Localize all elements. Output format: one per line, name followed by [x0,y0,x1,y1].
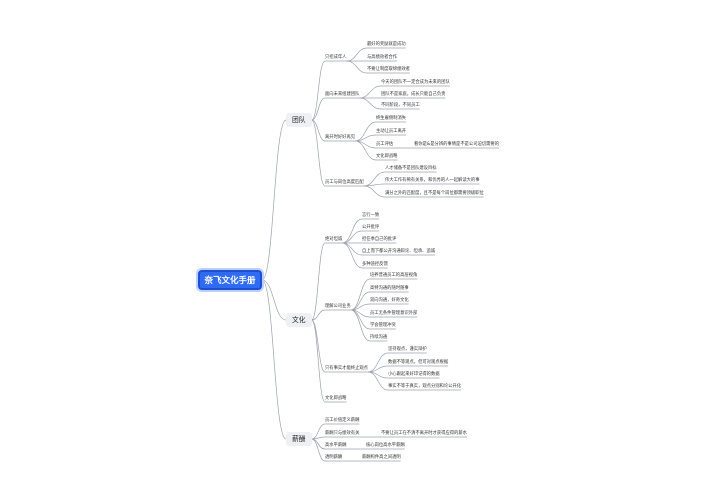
leaf-node[interactable]: 薪酬构件高之间透明 [362,455,401,460]
leaf-node[interactable]: 言行一致 [362,213,380,218]
leaf-node[interactable]: 担任季自己的批评 [362,237,397,242]
topic-node[interactable]: 透明薪酬 [325,455,343,460]
topic-node[interactable]: 只有事实才能终止观点 [325,366,368,371]
leaf-node[interactable]: 培养普通员工的高层视角 [370,273,418,278]
leaf-node[interactable]: 今天的团队不一定合成为未来的团队 [381,80,450,85]
leaf-node[interactable]: 员工评估 [376,142,394,147]
topic-node[interactable]: 只招成年人 [325,55,347,60]
leaf-node[interactable]: 人才储备不是团队建设目标 [385,166,437,171]
leaf-node[interactable]: 员工无条件管理意识外部 [370,311,418,316]
leaf-node[interactable]: 终生雇佣制消失 [376,116,407,121]
leaf-node[interactable]: 公开批评 [362,225,380,230]
topic-node[interactable]: 高水平薪酬 [325,443,347,448]
topic-node[interactable]: 薪酬只与绩效有关 [325,431,360,436]
leaf-node[interactable]: 核心岗位高水平薪酬 [366,443,405,448]
leaf-node[interactable]: 团队不是家庭，成长只能自己负责 [381,92,446,97]
topic-node[interactable]: 理解公司业务 [325,304,351,309]
topic-node[interactable]: 文化即战略 [325,396,347,401]
leaf-node[interactable]: 不要让制度取缔绩效者 [367,67,410,72]
leaf-node[interactable]: 伟大工作有稀有关系，和优秀的人一起解读大的事 [385,178,480,183]
leaf-node[interactable]: 坚持观点，谨实辩护 [388,347,427,352]
leaf-node[interactable]: 高特沟通的随时随事 [370,286,409,291]
leaf-node[interactable]: 主动让员工离开 [376,129,407,134]
leaf-node[interactable]: 自上而下都公开沟通辩论、坦承、追诚 [362,249,436,254]
category-compensation[interactable]: 薪酬 [286,432,312,446]
leaf-node[interactable]: 数据不等观点，但可对观点根据 [388,360,449,365]
category-team[interactable]: 团队 [286,113,312,127]
leaf-node[interactable]: 事实不等于真实，观点分别和论公开化 [388,384,462,389]
leaf-node[interactable]: 看你是&是分辨的事情是不是公司迫切需要的 [414,142,499,147]
topic-node[interactable]: 面向未来组建团队 [325,92,360,97]
leaf-node[interactable]: 与高绩效者合作 [367,55,398,60]
leaf-node[interactable]: 持续沟通 [370,335,388,340]
topic-node[interactable]: 员工与岗位高度匹配 [325,180,364,185]
leaf-node[interactable]: 文化即战略 [376,154,398,159]
leaf-node[interactable]: 小心跟起来好印记得的数据 [388,372,440,377]
leaf-node[interactable]: 学会管理冲突 [370,323,396,328]
topic-node[interactable]: 离开时好好再见 [325,135,356,140]
leaf-node[interactable]: 多种途径反馈 [362,262,388,267]
leaf-node[interactable]: 不同阶段，不同员工 [381,103,420,108]
topic-node[interactable]: 绝对坦诚 [325,237,343,242]
leaf-node[interactable]: 最好的奖励就是成功 [367,42,406,47]
leaf-node[interactable]: 双向沟通，好奇文化 [370,298,409,303]
leaf-node[interactable]: 不要让员工在不清不离开时才获得应得的薪水 [381,431,467,436]
leaf-node[interactable]: 满分之外的匹配度，且不是每个岗位都需要顶级职位 [385,191,484,196]
topic-node[interactable]: 员工价值定义薪酬 [325,418,360,423]
root-node[interactable]: 奈飞文化手册 [198,270,262,290]
category-culture[interactable]: 文化 [286,313,312,327]
